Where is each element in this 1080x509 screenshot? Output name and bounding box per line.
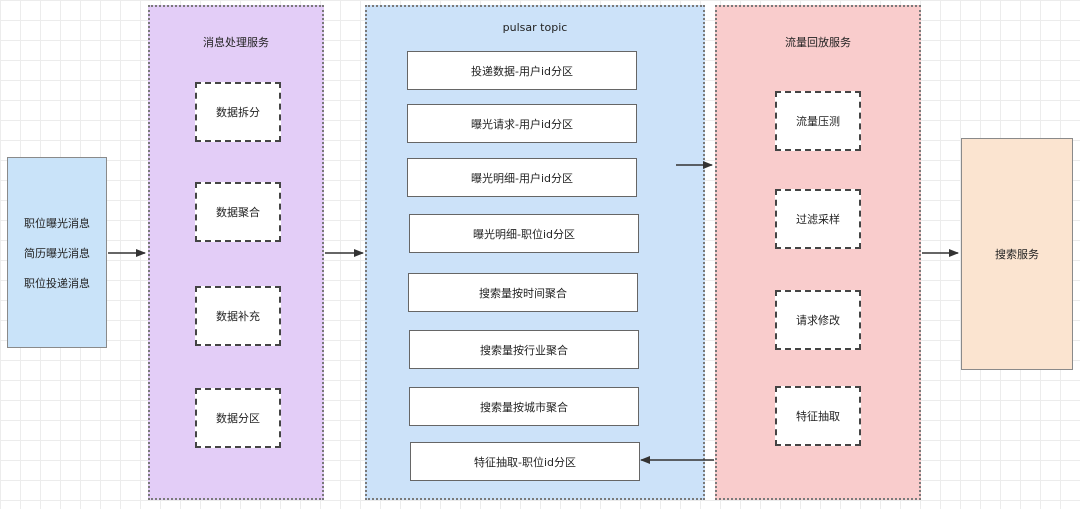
topic-item: 曝光请求-用户id分区 — [407, 104, 637, 143]
source-line: 职位曝光消息 — [24, 216, 90, 230]
topic-item: 搜索量按时间聚合 — [408, 273, 638, 312]
source-line: 职位投递消息 — [24, 276, 90, 290]
search-service-box: 搜索服务 — [961, 138, 1073, 370]
replay-service-panel: 流量回放服务 流量压测 过滤采样 请求修改 特征抽取 — [715, 5, 921, 500]
replay-step: 特征抽取 — [775, 386, 861, 446]
processing-service-panel: 消息处理服务 数据拆分 数据聚合 数据补充 数据分区 — [148, 5, 324, 500]
replay-step: 过滤采样 — [775, 189, 861, 249]
topic-item: 搜索量按城市聚合 — [409, 387, 639, 426]
processing-service-title: 消息处理服务 — [203, 36, 269, 49]
replay-step: 请求修改 — [775, 290, 861, 350]
topic-item: 搜索量按行业聚合 — [409, 330, 639, 369]
replay-service-title: 流量回放服务 — [785, 36, 851, 49]
topic-item: 特征抽取-职位id分区 — [410, 442, 640, 481]
topic-item: 曝光明细-职位id分区 — [409, 214, 639, 253]
source-line: 简历曝光消息 — [24, 246, 90, 260]
source-messages-box: 职位曝光消息 简历曝光消息 职位投递消息 — [7, 157, 107, 348]
replay-step: 流量压测 — [775, 91, 861, 151]
pulsar-topic-title: pulsar topic — [502, 21, 568, 34]
processing-step: 数据补充 — [195, 286, 281, 346]
processing-step: 数据分区 — [195, 388, 281, 448]
processing-step: 数据拆分 — [195, 82, 281, 142]
topic-item: 投递数据-用户id分区 — [407, 51, 637, 90]
pulsar-topic-panel: pulsar topic 投递数据-用户id分区 曝光请求-用户id分区 曝光明… — [365, 5, 705, 500]
processing-step: 数据聚合 — [195, 182, 281, 242]
topic-item: 曝光明细-用户id分区 — [407, 158, 637, 197]
